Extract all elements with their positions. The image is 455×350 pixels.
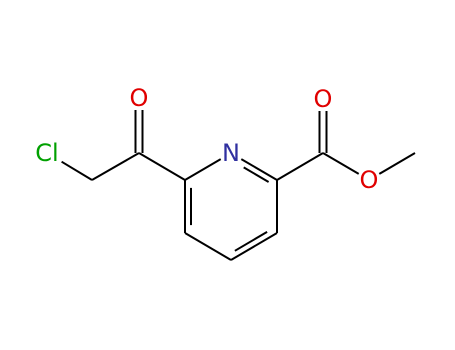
bond-c3-c4-inner: [234, 231, 268, 252]
atom-label-n-ring: N: [222, 139, 240, 167]
bond-c2-c-ester: [276, 152, 324, 181]
bond-cl-c-ch2: [61, 160, 93, 181]
bond-c-ester-o-ester: [322, 152, 360, 175]
atom-label-o-ketone: O: [130, 84, 149, 112]
bond-c-ch2-c-ketone: [91, 152, 140, 181]
bond-c6-n-ring: [184, 158, 222, 181]
bonds-layer: [61, 110, 416, 261]
bond-o-ester-c-methyl: [378, 152, 416, 175]
bond-n-ring-c2-inner: [243, 166, 270, 183]
bond-c-ketone-c6: [138, 152, 186, 181]
bond-c4-c5: [184, 232, 232, 261]
atom-label-o-ester: O: [360, 166, 379, 194]
bond-c3-c4: [230, 232, 278, 261]
bond-n-ring-c2: [240, 158, 278, 181]
atom-label-o-carbonyl: O: [314, 85, 333, 113]
atom-label-cl: Cl: [35, 139, 58, 167]
